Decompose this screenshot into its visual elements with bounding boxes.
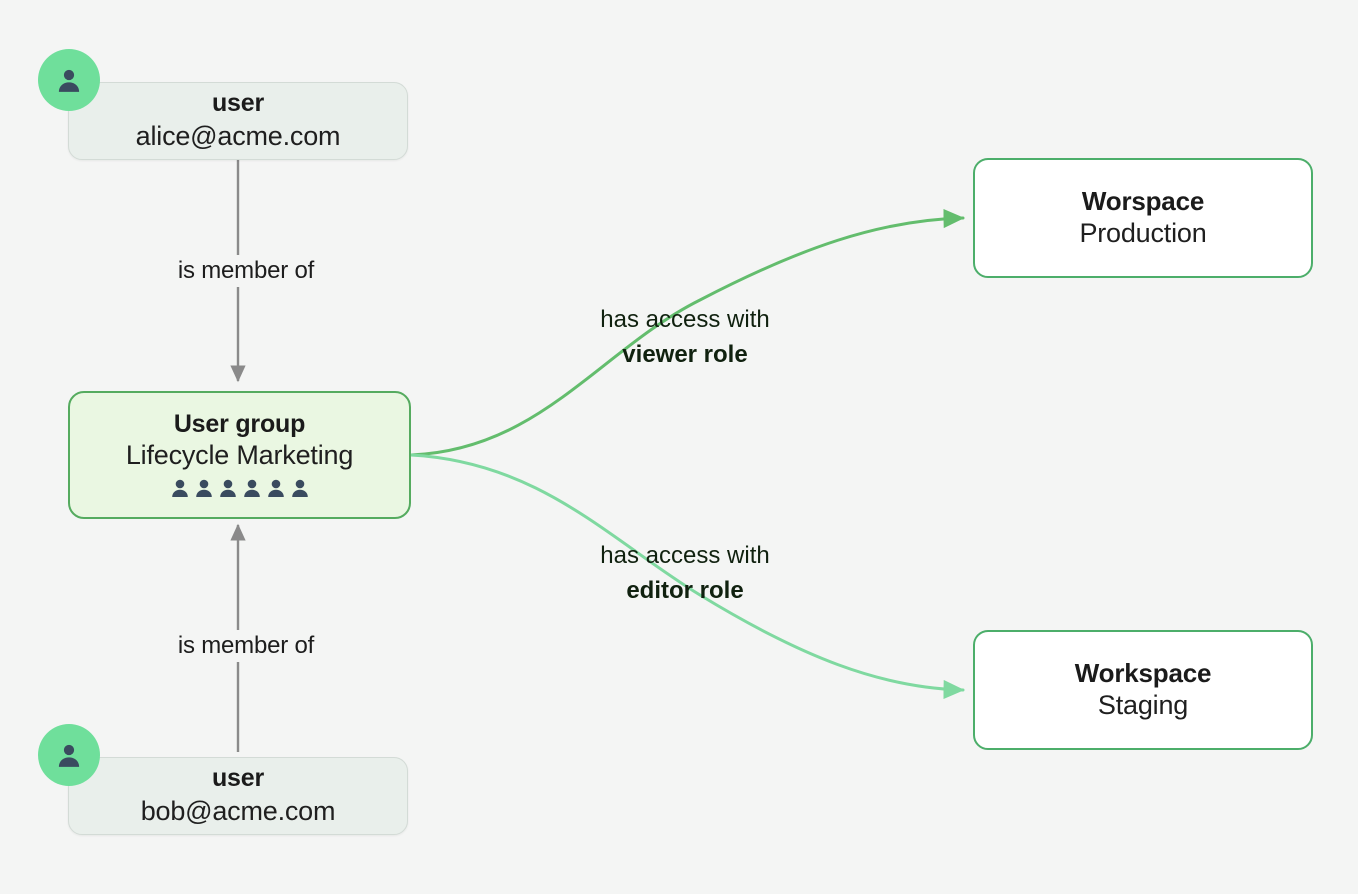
person-icon <box>267 479 284 498</box>
node-title: user <box>211 89 264 118</box>
node-title: User group <box>173 409 306 438</box>
edge-label-line2: viewer role <box>622 341 748 369</box>
node-subtitle: bob@acme.com <box>140 795 336 826</box>
node-user-group[interactable]: User group Lifecycle Marketing <box>68 391 411 519</box>
edge-label-bob-member-of: is member of <box>150 630 342 662</box>
edge-label-editor-access: has access with editor role <box>540 540 830 606</box>
edge-label-line2: editor role <box>626 577 744 605</box>
person-icon <box>38 724 100 786</box>
edge-label-line1: has access with <box>600 542 770 569</box>
person-icon <box>38 49 100 111</box>
node-title: user <box>211 764 264 793</box>
node-title: Workspace <box>1074 657 1212 688</box>
edge-label-alice-member-of: is member of <box>150 255 342 287</box>
person-icon <box>243 479 260 498</box>
node-subtitle: Production <box>1079 218 1207 249</box>
group-member-avatars <box>168 476 312 500</box>
person-icon <box>291 479 308 498</box>
node-user-bob[interactable]: user bob@acme.com <box>68 757 408 835</box>
node-title: Worspace <box>1081 185 1205 216</box>
node-workspace-production[interactable]: Worspace Production <box>973 158 1313 278</box>
node-user-alice[interactable]: user alice@acme.com <box>68 82 408 160</box>
node-subtitle: Staging <box>1097 690 1189 721</box>
edge-label-line1: has access with <box>600 306 770 333</box>
node-subtitle: alice@acme.com <box>135 120 341 151</box>
edge-label-viewer-access: has access with viewer role <box>540 304 830 370</box>
person-icon <box>219 479 236 498</box>
node-workspace-staging[interactable]: Workspace Staging <box>973 630 1313 750</box>
person-icon <box>171 479 188 498</box>
node-subtitle: Lifecycle Marketing <box>125 440 354 471</box>
person-icon <box>195 479 212 498</box>
